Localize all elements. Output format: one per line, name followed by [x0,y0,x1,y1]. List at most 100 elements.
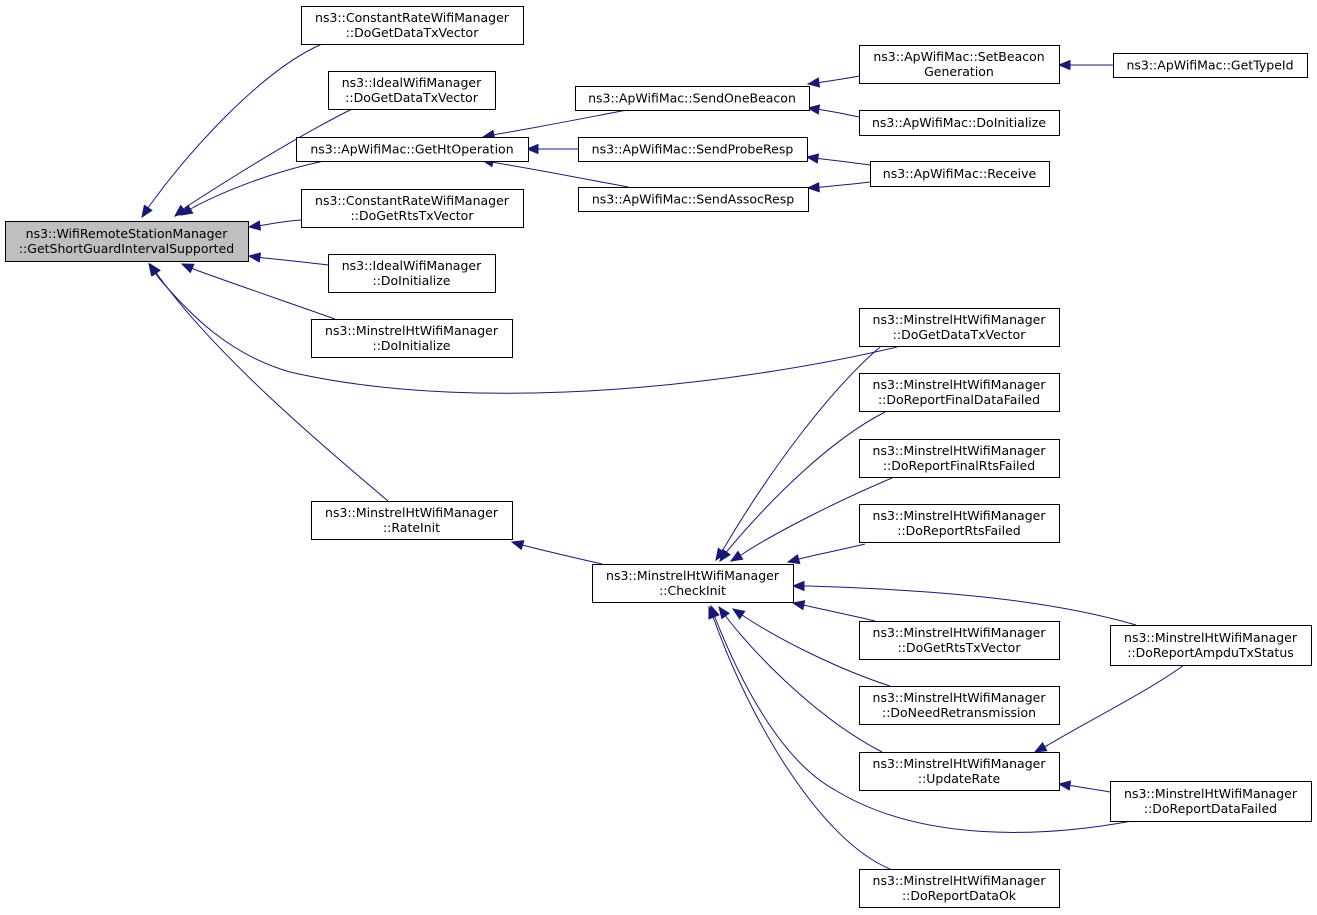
edge-line [743,477,893,554]
edge-mhtDataTx-to-root [148,262,898,394]
node-apAssocResp[interactable]: ns3::ApWifiMac::SendAssocResp [578,187,809,212]
edge-mhtDataTx-to-mhtCheckInit [715,346,881,562]
edge-apDoInit-to-apSendBeacon [806,104,860,118]
node-box [311,501,513,540]
edge-line-end [180,206,195,216]
node-box [859,439,1060,478]
node-crDataTx[interactable]: ns3::ConstantRateWifiManager::DoGetDataT… [301,6,524,45]
node-label-line: ns3::MinstrelHtWifiManager [606,568,780,583]
edge-line [263,219,302,226]
node-mhtRateInit[interactable]: ns3::MinstrelHtWifiManager::RateInit [311,501,513,540]
edge-apSetBeacon-to-apSendBeacon [806,75,860,88]
node-box [859,752,1060,791]
edge-line [1047,664,1185,746]
node-box [1113,53,1308,78]
node-label-line: ns3::ConstantRateWifiManager [315,193,510,208]
edge-idealInit-to-root [247,252,329,266]
node-label-line: ::DoReportRtsFailed [897,523,1021,538]
node-label-line: ::DoReportDataOk [902,888,1017,903]
edge-line [807,585,1137,626]
node-label-line: ns3::ApWifiMac::SetBeacon [873,49,1044,64]
edge-line [1073,785,1111,793]
node-mhtDataFailed[interactable]: ns3::MinstrelHtWifiManager::DoReportData… [1110,781,1312,822]
node-label-line: ::DoReportDataFailed [1144,801,1277,816]
node-label-line: ns3::MinstrelHtWifiManager [873,312,1047,327]
edge-line-end [719,549,729,562]
edge-line-end [787,557,804,563]
node-mhtNeedRetx[interactable]: ns3::MinstrelHtWifiManager::DoNeedRetran… [859,686,1060,725]
node-mhtRtsFailed[interactable]: ns3::MinstrelHtWifiManager::DoReportRtsF… [859,504,1060,543]
edge-line [525,545,603,565]
node-label-line: ns3::IdealWifiManager [342,75,482,90]
node-mhtInit[interactable]: ns3::MinstrelHtWifiManager::DoInitialize [311,319,513,358]
node-mhtFinalData[interactable]: ns3::MinstrelHtWifiManager::DoReportFina… [859,373,1060,412]
edge-mhtFinalRts-to-mhtCheckInit [729,477,893,562]
node-mhtUpdateRate[interactable]: ns3::MinstrelHtWifiManager::UpdateRate [859,752,1060,791]
edge-line [715,619,1133,833]
edges-layer [141,43,1185,870]
edge-line-end [718,606,728,619]
node-apDoInit[interactable]: ns3::ApWifiMac::DoInitialize [859,110,1060,136]
node-mhtRtsTx[interactable]: ns3::MinstrelHtWifiManager::DoGetRtsTxVe… [859,621,1060,660]
node-label-line: ::DoGetDataTxVector [893,327,1027,342]
edge-apHtOp-to-root [179,160,325,216]
edge-line-end [482,133,499,138]
edge-mhtFinalData-to-mhtCheckInit [719,411,886,563]
node-label-line: ::DoReportAmpduTxStatus [1127,645,1294,660]
edge-mhtRtsTx-to-mhtCheckInit [791,600,876,622]
node-label-line: ::UpdateRate [918,771,1001,786]
node-label-line: ns3::MinstrelHtWifiManager [873,377,1047,392]
node-apHtOp[interactable]: ns3::ApWifiMac::GetHtOperation [296,137,529,162]
edge-mhtInit-to-root [180,263,336,320]
edge-apSendBeacon-to-apHtOp [481,109,628,140]
edge-line-end [141,204,151,218]
edge-line [723,346,881,549]
edge-apProbeResp-to-apHtOp [525,143,579,155]
edge-line-end [732,608,746,618]
edge-mhtDataOk-to-mhtCheckInit [708,605,891,870]
node-label-line: ns3::MinstrelHtWifiManager [873,625,1047,640]
edge-line-end [174,206,187,217]
node-apSendBeacon[interactable]: ns3::ApWifiMac::SendOneBeacon [575,86,810,111]
edge-line-end [807,81,824,85]
edge-line [822,109,860,118]
edge-line-end [1058,783,1075,787]
node-mhtDataTx[interactable]: ns3::MinstrelHtWifiManager::DoGetDataTxV… [859,308,1060,347]
edge-line [496,162,629,188]
edge-line [157,276,898,394]
node-label-line: ::DoGetDataTxVector [345,90,479,105]
edge-line-end [806,156,823,160]
node-box [328,254,496,293]
node-box [296,137,529,162]
edge-mhtDataFailed-to-mhtUpdateRate [1057,780,1111,793]
node-mhtDataOk[interactable]: ns3::MinstrelHtWifiManager::DoReportData… [859,869,1060,908]
node-label-line: ns3::MinstrelHtWifiManager [1124,630,1298,645]
node-mhtAmpdu[interactable]: ns3::MinstrelHtWifiManager::DoReportAmpd… [1110,625,1312,666]
node-mhtCheckInit[interactable]: ns3::MinstrelHtWifiManager::CheckInit [592,564,794,603]
node-label-line: ns3::ApWifiMac::SendProbeResp [592,142,794,157]
node-label-line: ::DoGetRtsTxVector [898,640,1022,655]
node-apProbeResp[interactable]: ns3::ApWifiMac::SendProbeResp [578,137,808,162]
edge-line [727,411,886,551]
edge-mhtNeedRetx-to-mhtCheckInit [731,608,891,687]
node-box [1110,625,1312,666]
node-box [592,564,794,603]
node-idealDataTx[interactable]: ns3::IdealWifiManager::DoGetDataTxVector [328,71,496,110]
node-label-line: ns3::ConstantRateWifiManager [315,10,510,25]
nodes-layer: ns3::WifiRemoteStationManager::GetShortG… [5,6,1312,908]
node-label-line: ns3::MinstrelHtWifiManager [873,690,1047,705]
node-mhtFinalRts[interactable]: ns3::MinstrelHtWifiManager::DoReportFina… [859,439,1060,478]
edge-mhtAmpdu-to-mhtUpdateRate [1033,664,1185,753]
node-idealInit[interactable]: ns3::IdealWifiManager::DoInitialize [328,254,496,293]
node-box [578,137,808,162]
edge-line-end [807,107,824,111]
node-label-line: ::DoReportFinalDataFailed [878,392,1040,407]
node-apTypeId[interactable]: ns3::ApWifiMac::GetTypeId [1113,53,1308,78]
node-box [575,86,810,111]
node-label-line: Generation [924,64,994,79]
node-label-line: ::DoGetDataTxVector [346,25,480,40]
node-crRtsTx[interactable]: ns3::ConstantRateWifiManager::DoGetRtsTx… [301,189,524,228]
node-root[interactable]: ns3::WifiRemoteStationManager::GetShortG… [5,221,249,262]
node-apReceive[interactable]: ns3::ApWifiMac::Receive [870,161,1050,187]
